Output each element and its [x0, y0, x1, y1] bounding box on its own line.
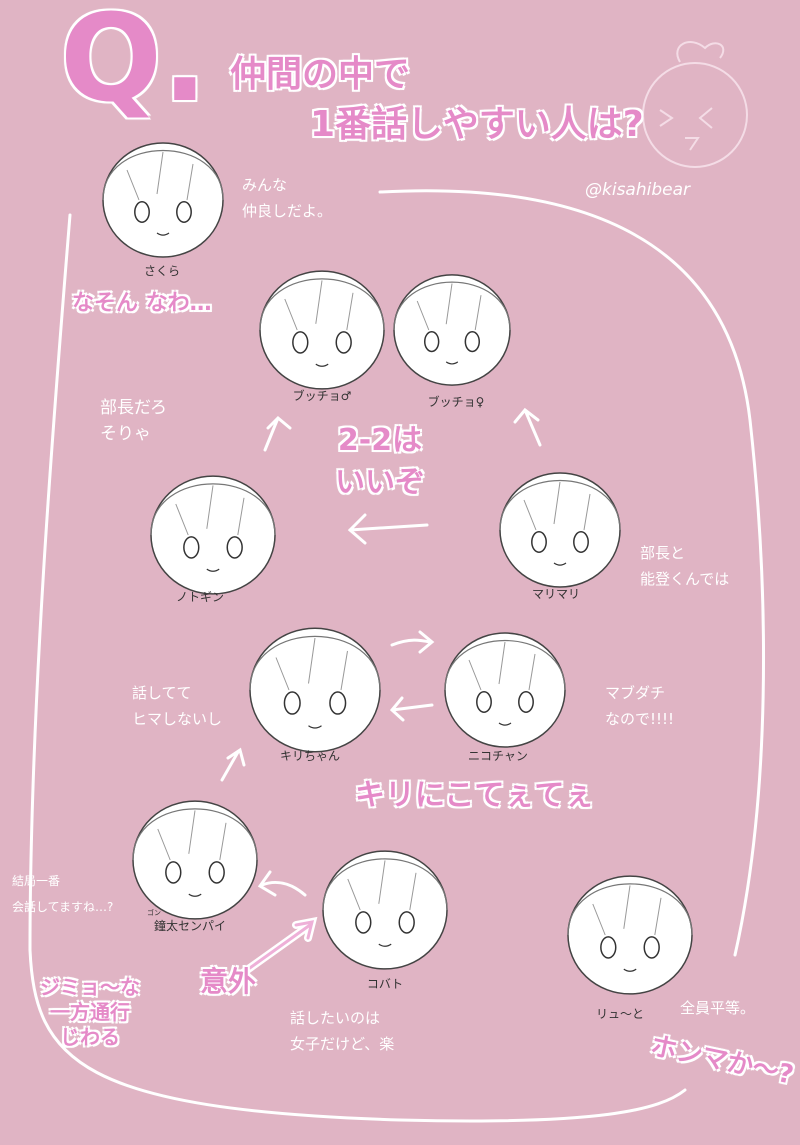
title-line1: 仲間の中で	[230, 54, 411, 95]
comment-sakura: みんな 仲良しだよ。	[242, 176, 333, 220]
comment-kiri: 話してて ヒマしないし	[132, 684, 223, 728]
character-name: キリちゃん	[279, 749, 340, 763]
arrow-icon	[390, 630, 435, 654]
pink-note-oneway: ジミョ〜な 一方通行 じわる	[40, 975, 140, 1049]
character-head-icon	[499, 472, 621, 588]
character-head-icon	[393, 274, 511, 386]
character-name: ブッチョ♂	[292, 389, 352, 403]
character-head-icon	[259, 270, 385, 390]
pink-note-igai: 意外	[200, 965, 257, 998]
frame-curve-left	[28, 213, 687, 1123]
frame-curve-right	[378, 189, 765, 957]
character-head-icon	[249, 627, 381, 753]
character-name: ニコチャン	[468, 749, 528, 763]
character-name: ノトギン	[175, 590, 224, 604]
arrow-icon	[513, 407, 542, 447]
q-mark: Q.	[60, 0, 208, 129]
comment-buccho: 部長だろ そりゃ	[100, 398, 167, 444]
comment-ryuto: 全員平等。	[680, 999, 756, 1017]
character-name: マリマリ	[531, 587, 580, 601]
comment-niko: マブダチ なので!!!!	[605, 684, 675, 728]
character-head-icon	[322, 850, 448, 970]
character-head-icon	[444, 632, 566, 748]
character-name: 鐘太センパイ	[153, 919, 226, 933]
comment-kobato: 話したいのは 女子だけど、楽	[290, 1009, 395, 1053]
character-name: さくら	[143, 264, 180, 278]
character-head-icon	[132, 800, 258, 920]
character-name: コバト	[366, 977, 404, 991]
character-head-icon	[102, 142, 224, 258]
arrow-icon	[347, 513, 429, 545]
artist-handle: @kisahibear	[585, 180, 690, 200]
title-line2: 1番話しやすい人は?	[310, 104, 644, 145]
arrow-icon	[257, 870, 307, 897]
pink-note-22: 2-2は いいぞ	[335, 423, 425, 500]
character-name: リュ〜と	[595, 1007, 644, 1021]
artist-chibi-icon	[642, 41, 748, 168]
arrow-icon	[220, 747, 246, 782]
arrow-icon	[389, 696, 434, 722]
pink-note-sakura: なそん なわ…	[72, 291, 212, 316]
character-name: ブッチョ♀	[427, 395, 485, 409]
name-ruby: ゴン	[147, 909, 161, 917]
pink-note-kiriniko: キリにこてぇてぇ	[355, 778, 595, 813]
character-head-icon	[567, 875, 693, 995]
comment-gonta: 結局一番 会話してますね…?	[12, 874, 114, 914]
arrow-icon	[263, 415, 292, 452]
comment-marimari: 部長と 能登くんでは	[640, 544, 730, 588]
character-head-icon	[150, 475, 276, 595]
